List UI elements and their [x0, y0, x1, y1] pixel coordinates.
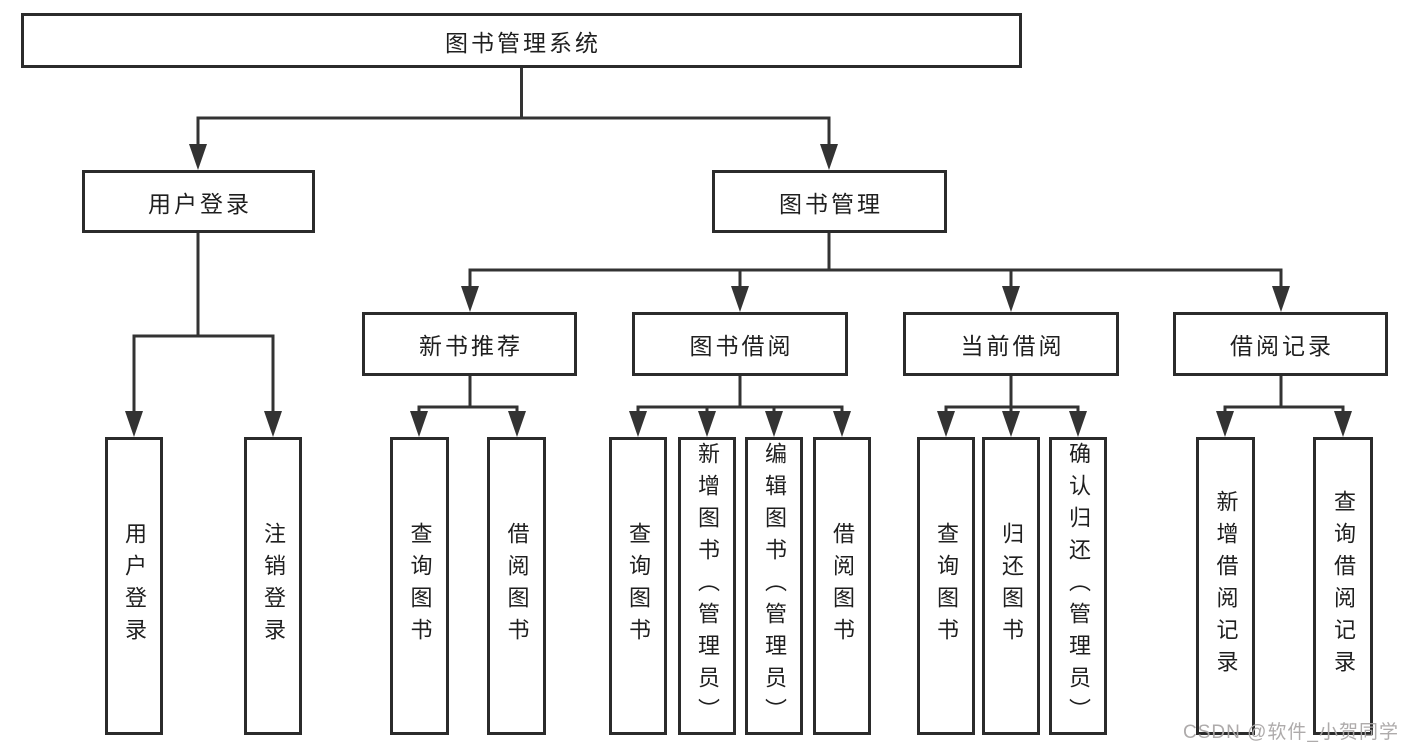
node-user-login: 用户登录: [82, 170, 315, 233]
node-label: 归还图书: [999, 522, 1024, 650]
node-label: 注销登录: [261, 522, 286, 650]
node-label: 编辑图书（管理员）: [762, 442, 787, 730]
node-label: 图书管理: [779, 190, 883, 217]
node-label: 新增图书（管理员）: [695, 442, 720, 730]
watermark-text: CSDN @软件_小贺同学: [1183, 722, 1399, 743]
leaf-borrow-books-recommend: 借阅图书: [487, 437, 546, 735]
node-label: 图书管理系统: [445, 29, 601, 56]
node-new-book-recommend: 新书推荐: [362, 312, 577, 376]
node-label: 确认归还（管理员）: [1066, 442, 1091, 730]
node-current-borrowing: 当前借阅: [903, 312, 1119, 376]
leaf-return-books: 归还图书: [982, 437, 1040, 735]
node-label: 查询借阅记录: [1331, 490, 1356, 682]
node-book-management: 图书管理: [712, 170, 947, 233]
node-label: 用户登录: [148, 190, 252, 217]
leaf-confirm-return-admin: 确认归还（管理员）: [1049, 437, 1107, 735]
leaf-borrow-books-borrowing: 借阅图书: [813, 437, 871, 735]
leaf-query-books-borrowing: 查询图书: [609, 437, 667, 735]
leaf-logout-login: 注销登录: [244, 437, 302, 735]
node-library-system: 图书管理系统: [21, 13, 1022, 68]
node-book-borrowing: 图书借阅: [632, 312, 848, 376]
node-label: 借阅记录: [1230, 333, 1334, 359]
node-label: 查询图书: [934, 522, 959, 650]
node-label: 用户登录: [122, 522, 147, 650]
node-borrowing-records: 借阅记录: [1173, 312, 1388, 376]
leaf-add-books-admin: 新增图书（管理员）: [678, 437, 736, 735]
node-label: 新书推荐: [419, 333, 523, 359]
leaf-add-borrow-record: 新增借阅记录: [1196, 437, 1255, 735]
leaf-edit-books-admin: 编辑图书（管理员）: [745, 437, 803, 735]
leaf-query-books-recommend: 查询图书: [390, 437, 449, 735]
leaf-user-login: 用户登录: [105, 437, 163, 735]
node-label: 查询图书: [626, 522, 651, 650]
node-label: 借阅图书: [504, 522, 530, 650]
node-label: 新增借阅记录: [1213, 490, 1239, 682]
node-label: 查询图书: [407, 522, 433, 650]
node-label: 当前借阅: [960, 333, 1065, 359]
node-label: 借阅图书: [830, 522, 855, 650]
leaf-query-books-current: 查询图书: [917, 437, 975, 735]
leaf-query-borrow-record: 查询借阅记录: [1313, 437, 1373, 735]
node-label: 图书借阅: [689, 333, 794, 359]
